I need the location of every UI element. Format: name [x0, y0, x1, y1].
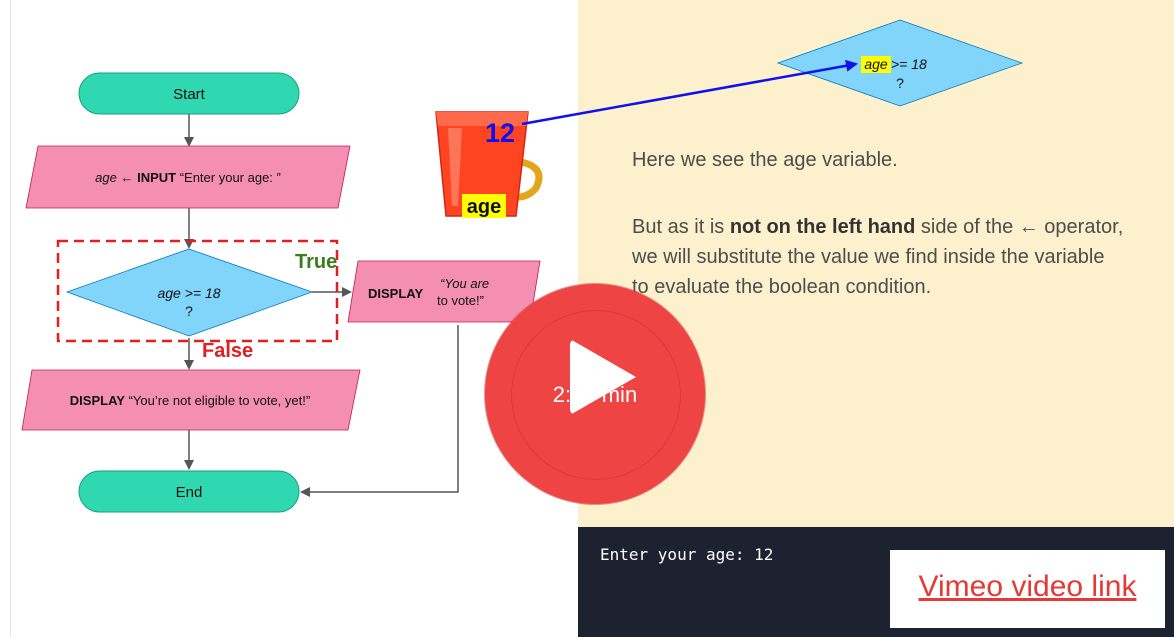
- explanation-p2-line2: we will substitute the value we find ins…: [632, 246, 1105, 268]
- video-duration: 2:38 min: [552, 382, 638, 407]
- display-false-keyword: DISPLAY: [70, 393, 125, 408]
- svg-text:DISPLAY “You’re: DISPLAY “You’re not eligible to vote, ye…: [70, 393, 310, 408]
- display-true-line1: “You are: [440, 276, 489, 291]
- bucket-value: 12: [485, 118, 515, 148]
- play-ring: [511, 310, 681, 480]
- display-true-keyword: DISPLAY: [368, 286, 423, 301]
- input-keyword: INPUT: [137, 170, 176, 185]
- explanation-p1: Here we see the age variable.: [632, 149, 898, 171]
- play-icon: [570, 339, 636, 415]
- end-terminal: End: [78, 470, 300, 513]
- display-false-block: DISPLAY “You’re not eligible to vote, ye…: [21, 369, 361, 431]
- start-terminal: Start: [78, 72, 300, 115]
- highlight-box: [56, 239, 339, 343]
- preview-rest: >= 18: [891, 56, 927, 72]
- end-label: End: [176, 484, 203, 501]
- explanation-p2-mid: side of the ← operator,: [915, 216, 1124, 238]
- input-block: age ← INPUT “Enter your age: ”: [25, 145, 351, 209]
- value-pointer-arrow: [521, 59, 858, 126]
- terminal-text: Enter your age: 12: [600, 545, 774, 564]
- decision-block: age >= 18 ?: [65, 248, 314, 337]
- start-label: Start: [173, 86, 206, 103]
- var-highlight: [861, 56, 891, 73]
- vimeo-video-link[interactable]: Vimeo video link: [918, 570, 1137, 603]
- vimeo-link-box: Vimeo video link: [890, 550, 1165, 628]
- panel-border: [10, 0, 11, 637]
- flow-connectors: [184, 113, 459, 497]
- preview-decision: age >= 18 ?: [776, 19, 1024, 107]
- display-false-text: “You’re not eligible to vote, yet!”: [129, 393, 311, 408]
- preview-var: age: [864, 56, 888, 72]
- explanation-p2-start: But as it is: [632, 216, 730, 238]
- display-true-block: DISPLAY “You are to vote!”: [347, 260, 541, 323]
- bucket-label: age: [467, 196, 501, 218]
- decision-text: age >= 18: [157, 285, 220, 301]
- input-var: age: [95, 170, 117, 185]
- display-true-line2: to vote!”: [437, 293, 484, 308]
- false-label: False: [202, 340, 253, 362]
- explanation-p2-line3: to evaluate the boolean condition.: [632, 276, 932, 298]
- input-prompt: “Enter your age: ”: [180, 170, 281, 185]
- explanation-p2-bold: not on the left hand: [729, 216, 916, 238]
- true-label: True: [295, 251, 337, 273]
- svg-text:age ← INPUT: age ← INPUT “Enter your age: ”: [95, 170, 281, 185]
- explanation-p2: But as it is not on the left hand side o…: [632, 212, 1162, 302]
- bucket-icon: age 12: [435, 111, 543, 218]
- play-button[interactable]: 2:38 min: [485, 284, 705, 504]
- preview-question: ?: [896, 75, 904, 91]
- decision-question: ?: [185, 303, 193, 319]
